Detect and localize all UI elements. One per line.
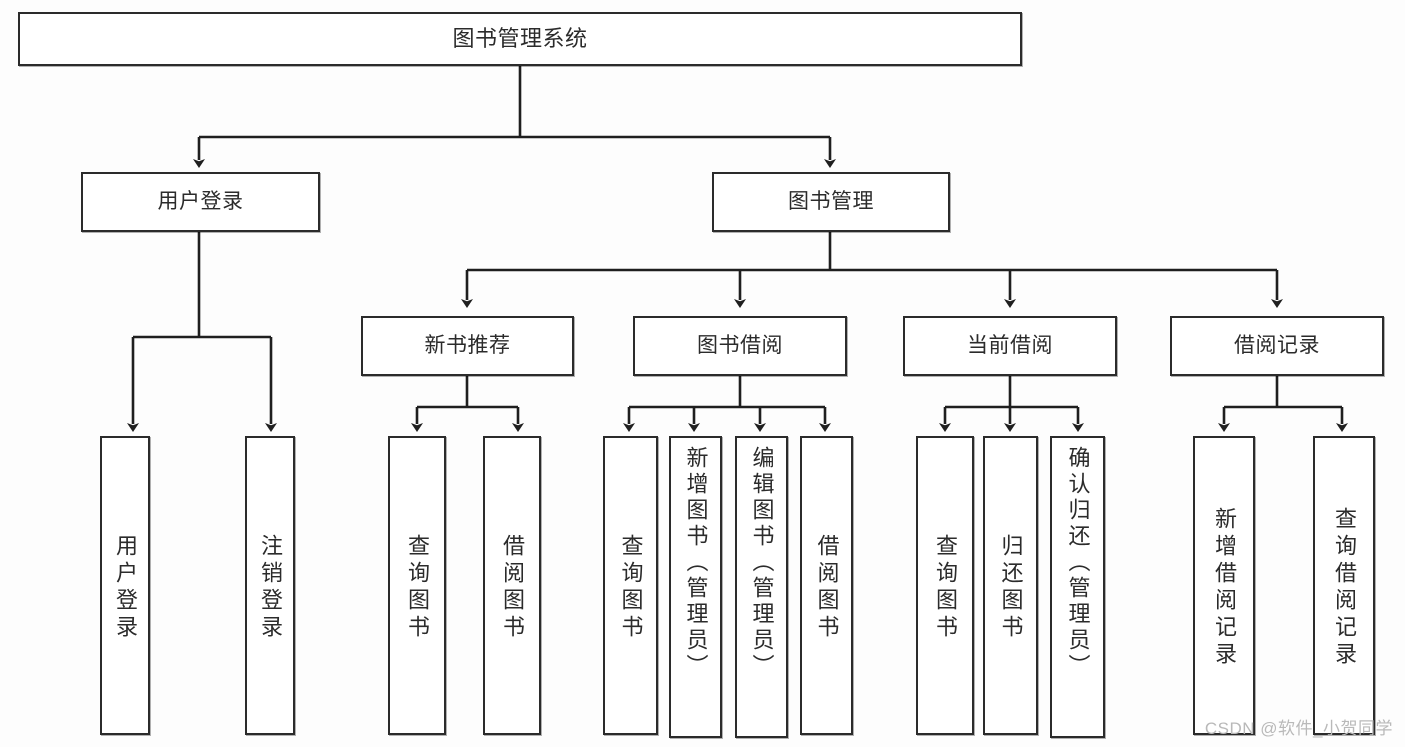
node-label: 确认归还（管理员） — [1065, 446, 1091, 680]
leaf-current-return-book[interactable]: 归还图书 — [983, 436, 1038, 735]
node-book-management[interactable]: 图书管理 — [712, 172, 950, 232]
node-label: 注销登录 — [258, 533, 283, 642]
leaf-borrow-add-book-admin[interactable]: 新增图书（管理员） — [669, 436, 722, 738]
node-book-borrow[interactable]: 图书借阅 — [633, 316, 847, 376]
node-label: 编辑图书（管理员） — [749, 446, 775, 680]
leaf-current-search-book[interactable]: 查询图书 — [916, 436, 974, 735]
node-label: 用户登录 — [157, 190, 244, 214]
node-borrow-record[interactable]: 借阅记录 — [1170, 316, 1384, 376]
node-current-borrow[interactable]: 当前借阅 — [903, 316, 1117, 376]
leaf-current-confirm-return-admin[interactable]: 确认归还（管理员） — [1050, 436, 1105, 738]
leaf-recommend-search-book[interactable]: 查询图书 — [388, 436, 446, 735]
node-label: 查询图书 — [933, 533, 958, 642]
node-label: 借阅图书 — [500, 533, 525, 642]
watermark: CSDN @软件_小贺同学 — [1204, 719, 1393, 738]
node-label: 归还图书 — [998, 533, 1024, 642]
leaf-record-add-borrow-record[interactable]: 新增借阅记录 — [1193, 436, 1255, 735]
node-label: 查询图书 — [618, 533, 644, 642]
node-label: 当前借阅 — [967, 334, 1053, 358]
node-label: 新书推荐 — [424, 334, 511, 358]
node-label: 用户登录 — [113, 533, 138, 642]
node-root[interactable]: 图书管理系统 — [18, 12, 1022, 66]
node-label: 新增借阅记录 — [1212, 506, 1237, 669]
node-user-login[interactable]: 用户登录 — [81, 172, 320, 232]
leaf-user-login[interactable]: 用户登录 — [100, 436, 150, 735]
node-label: 图书借阅 — [697, 334, 783, 358]
leaf-borrow-search-book[interactable]: 查询图书 — [603, 436, 658, 735]
node-label: 图书管理系统 — [452, 25, 588, 51]
leaf-record-search-borrow-record[interactable]: 查询借阅记录 — [1313, 436, 1375, 735]
node-label: 查询图书 — [405, 533, 430, 642]
node-label: 图书管理 — [788, 190, 874, 214]
leaf-recommend-borrow-book[interactable]: 借阅图书 — [483, 436, 541, 735]
node-new-book-recommend[interactable]: 新书推荐 — [361, 316, 574, 376]
leaf-borrow-edit-book-admin[interactable]: 编辑图书（管理员） — [735, 436, 788, 738]
node-label: 借阅图书 — [814, 533, 840, 642]
leaf-user-logout[interactable]: 注销登录 — [245, 436, 295, 735]
node-label: 查询借阅记录 — [1332, 506, 1357, 669]
node-label: 新增图书（管理员） — [683, 446, 709, 680]
node-label: 借阅记录 — [1234, 334, 1320, 358]
leaf-borrow-borrow-book[interactable]: 借阅图书 — [800, 436, 853, 735]
